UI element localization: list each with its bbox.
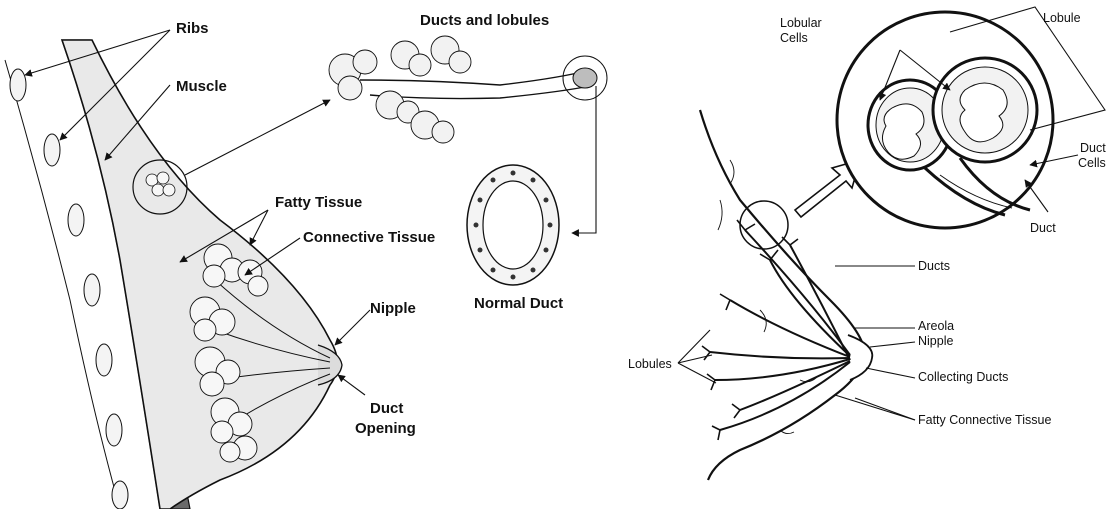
label-ribs: Ribs [176, 20, 209, 37]
label-nipple-left: Nipple [370, 300, 416, 317]
label-duct: Duct [1030, 221, 1056, 235]
magnify-circle-right [740, 201, 788, 249]
label-normal-duct: Normal Duct [474, 295, 563, 312]
ducts-and-lobules-inset [329, 36, 607, 143]
label-lobules: Lobules [628, 357, 672, 371]
label-collecting-ducts: Collecting Ducts [918, 370, 1008, 384]
label-lobular-cells-2: Cells [780, 31, 808, 45]
normal-duct-illustration [467, 165, 559, 285]
label-ducts: Ducts [918, 259, 950, 273]
label-lobular-cells-1: Lobular [780, 16, 822, 30]
label-ducts-and-lobules: Ducts and lobules [420, 12, 549, 29]
label-fatty-tissue: Fatty Tissue [275, 194, 362, 211]
breast-outline [62, 40, 338, 509]
label-fatty-connective-tissue: Fatty Connective Tissue [918, 413, 1051, 427]
left-breast-cross-section [5, 40, 342, 509]
label-duct-opening-2: Opening [355, 420, 416, 437]
right-breast-diagram [700, 7, 1105, 480]
label-muscle: Muscle [176, 78, 227, 95]
label-areola: Areola [918, 319, 954, 333]
label-duct-cells-1: Duct [1080, 141, 1106, 155]
label-connective-tissue: Connective Tissue [303, 229, 435, 246]
label-duct-opening-1: Duct [370, 400, 403, 417]
label-nipple-right: Nipple [918, 334, 953, 348]
label-duct-cells-2: Cells [1078, 156, 1106, 170]
label-lobule: Lobule [1043, 11, 1081, 25]
